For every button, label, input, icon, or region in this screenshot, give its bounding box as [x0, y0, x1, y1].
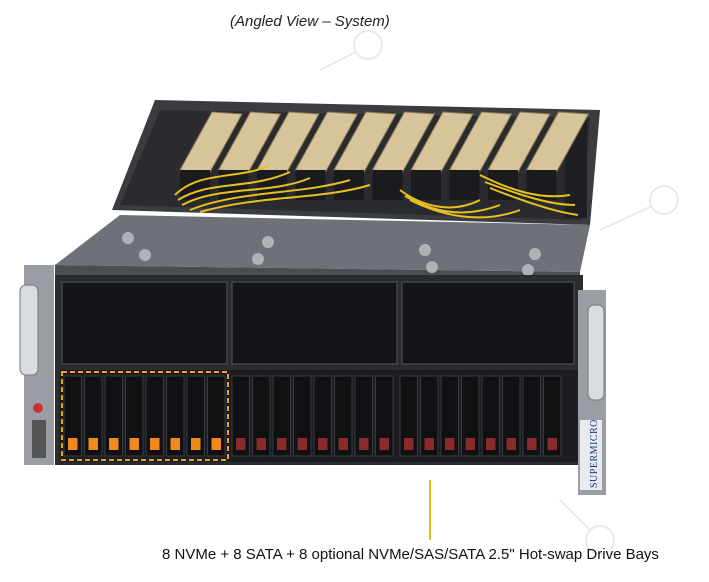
nvme-drive-tray — [186, 375, 205, 457]
drive-latch — [404, 438, 414, 450]
nvme-drive-tray — [84, 375, 103, 457]
drive-latch — [424, 438, 434, 450]
drive-latch — [465, 438, 475, 450]
drive-latch — [277, 438, 287, 450]
drive-latch — [256, 438, 266, 450]
sata-drive-tray — [293, 375, 312, 457]
drive-latch — [486, 438, 496, 450]
nvme-drive-tray — [166, 375, 185, 457]
nvme-drive-tray — [145, 375, 164, 457]
optional-drive-tray — [543, 375, 562, 457]
sata-drive-tray — [313, 375, 332, 457]
drive-latch — [150, 438, 160, 450]
left-rack-ear — [19, 265, 54, 465]
view-caption: (Angled View – System) — [230, 13, 390, 30]
sata-drive-tray — [375, 375, 394, 457]
nvme-drive-tray — [104, 375, 123, 457]
optional-drive-tray — [461, 375, 480, 457]
nvme-bay-highlight — [61, 371, 229, 461]
optional-drive-tray — [399, 375, 418, 457]
drive-latch — [318, 438, 328, 450]
sata-drive-tray — [252, 375, 271, 457]
drive-latch — [527, 438, 537, 450]
nvme-drive-tray — [125, 375, 144, 457]
drive-bay-group — [63, 375, 562, 457]
gpu-card-body — [372, 170, 403, 200]
sata-drive-tray — [231, 375, 250, 457]
drive-latch — [547, 438, 557, 450]
power-cables — [174, 164, 579, 219]
sata-drive-tray — [272, 375, 291, 457]
drive-latch — [236, 438, 246, 450]
gpu-card-body — [334, 170, 364, 200]
optional-drive-tray — [522, 375, 541, 457]
gpu-card-body — [449, 170, 480, 200]
optional-drive-tray — [481, 375, 500, 457]
gpu-card-body — [180, 170, 210, 200]
drive-latch — [445, 438, 455, 450]
drive-latch — [170, 438, 180, 450]
drive-latch — [379, 438, 389, 450]
nvme-drive-tray — [63, 375, 82, 457]
front-cover-plate — [55, 215, 590, 282]
drive-latch — [297, 438, 307, 450]
drive-latch — [109, 438, 119, 450]
gpu-card-body — [411, 170, 441, 200]
right-rack-ear: SUPERMICRO — [578, 290, 606, 495]
optional-drive-tray — [420, 375, 439, 457]
drive-latch — [506, 438, 516, 450]
nvme-drive-tray — [207, 375, 226, 457]
optional-drive-tray — [440, 375, 459, 457]
drive-latch — [68, 438, 78, 450]
drive-latch — [191, 438, 201, 450]
drive-latch — [88, 438, 98, 450]
sata-drive-tray — [334, 375, 353, 457]
drive-latch — [359, 438, 369, 450]
sata-drive-tray — [354, 375, 373, 457]
drive-bays-caption: 8 NVMe + 8 SATA + 8 optional NVMe/SAS/SA… — [162, 546, 659, 563]
drive-latch — [129, 438, 139, 450]
drive-latch — [211, 438, 221, 450]
drive-latch — [338, 438, 348, 450]
brand-logo-text: SUPERMICRO — [589, 419, 600, 488]
optional-drive-tray — [502, 375, 521, 457]
